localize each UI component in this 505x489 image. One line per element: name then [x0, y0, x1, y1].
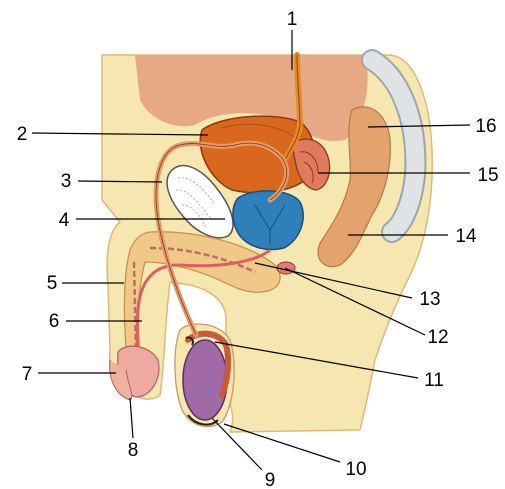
label-5: 5	[47, 273, 58, 294]
label-6: 6	[49, 311, 60, 332]
label-15: 15	[477, 165, 498, 186]
label-8: 8	[128, 440, 139, 461]
label-11: 11	[424, 370, 444, 391]
label-9: 9	[265, 470, 276, 489]
label-12: 12	[427, 327, 448, 348]
label-16: 16	[475, 116, 496, 137]
label-3: 3	[61, 171, 72, 192]
label-4: 4	[59, 210, 70, 231]
anatomy-illustration	[102, 55, 432, 432]
label-14: 14	[455, 226, 477, 247]
label-13: 13	[419, 289, 440, 310]
label-1: 1	[287, 9, 298, 30]
leader-8	[130, 398, 133, 438]
label-2: 2	[17, 124, 28, 145]
testis	[183, 340, 227, 420]
label-7: 7	[22, 364, 33, 385]
label-10: 10	[345, 459, 366, 480]
